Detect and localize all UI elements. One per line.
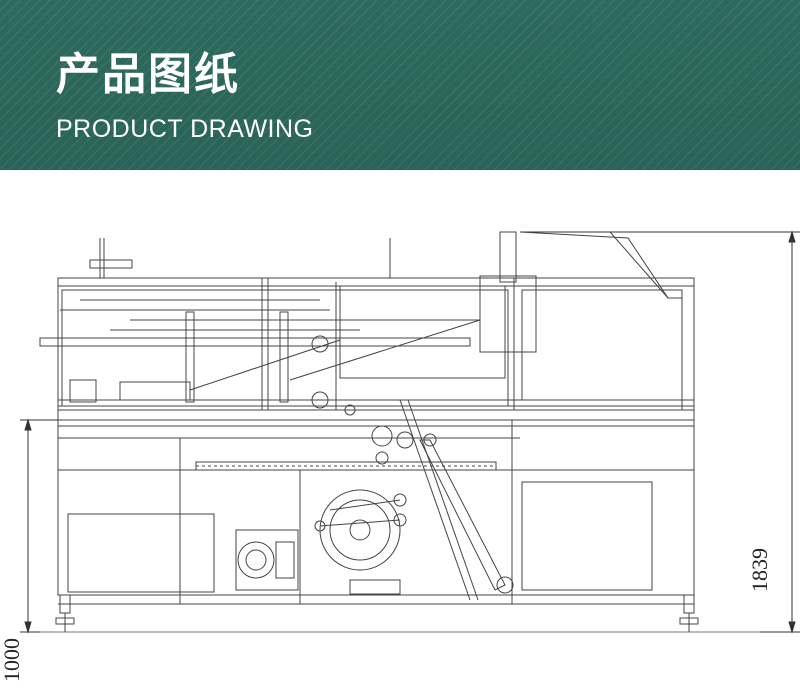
table-rail — [57, 409, 695, 471]
machine-feet — [55, 594, 699, 632]
dimension-label-table-height: 1000 — [0, 638, 24, 682]
dimension-1000 — [20, 418, 75, 634]
header-banner: 产品图纸 PRODUCT DRAWING — [0, 0, 800, 170]
product-drawing: 1839 1000 — [0, 170, 800, 682]
page-title: 产品图纸 — [56, 49, 240, 100]
upper-frame — [39, 231, 695, 411]
machine-drawing-svg — [20, 230, 800, 634]
page-subtitle: PRODUCT DRAWING — [56, 115, 314, 143]
banner-pattern — [0, 0, 800, 170]
dimension-label-total-height: 1839 — [747, 548, 772, 592]
lower-cabinet — [57, 419, 695, 605]
drive-mechanism — [311, 335, 514, 601]
